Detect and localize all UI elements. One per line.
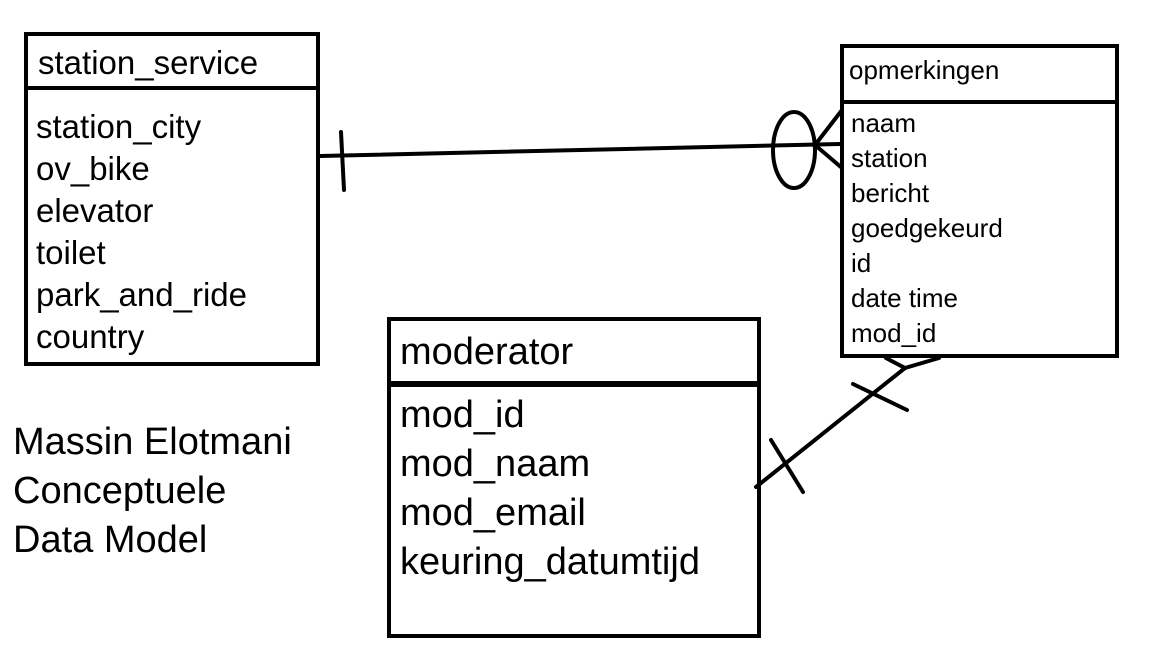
- crows-foot-prong: [813, 143, 844, 170]
- crows-foot-prong: [884, 356, 907, 370]
- attribute: naam: [851, 108, 917, 138]
- entity-title: station_service: [28, 36, 316, 90]
- relationship-station-opmerkingen: [318, 108, 844, 192]
- attribute: id: [851, 248, 872, 278]
- attribute: mod_naam: [400, 443, 591, 485]
- relationship-moderator-opmerkingen: [754, 356, 941, 494]
- attribute: country: [36, 318, 145, 355]
- caption-line: Data Model: [13, 519, 208, 561]
- attribute-list: mod_id mod_naam mod_email keuring_datumt…: [391, 391, 757, 587]
- cardinality-one-mark: [339, 130, 346, 192]
- entity-moderator: moderator mod_id mod_naam mod_email keur…: [387, 317, 761, 638]
- attribute-list: station_city ov_bike elevator toilet par…: [28, 106, 316, 358]
- caption-line: Conceptuele: [13, 470, 227, 512]
- attribute: station: [851, 143, 928, 173]
- cardinality-one-mark: [851, 382, 909, 412]
- attribute: keuring_datumtijd: [400, 541, 700, 583]
- attribute: date time: [851, 283, 958, 313]
- relationship-line: [318, 142, 842, 158]
- attribute: mod_id: [400, 394, 525, 436]
- cardinality-zero-mark: [771, 110, 817, 190]
- entity-title: moderator: [391, 321, 757, 387]
- attribute: mod_id: [851, 318, 937, 348]
- attribute: mod_email: [400, 492, 586, 534]
- author-name: Massin Elotmani: [13, 421, 292, 463]
- attribute: station_city: [36, 108, 202, 145]
- cardinality-one-mark: [769, 438, 805, 494]
- relationship-line: [754, 366, 907, 489]
- crows-foot-prong: [903, 356, 941, 370]
- attribute: ov_bike: [36, 150, 150, 187]
- attribute: bericht: [851, 178, 930, 208]
- crows-foot-prong: [813, 108, 844, 147]
- author-caption: Massin Elotmani Conceptuele Data Model: [13, 418, 292, 565]
- attribute: elevator: [36, 192, 154, 229]
- entity-station-service: station_service station_city ov_bike ele…: [24, 32, 320, 366]
- attribute: park_and_ride: [36, 276, 247, 313]
- entity-opmerkingen: opmerkingen naam station bericht goedgek…: [840, 44, 1119, 358]
- entity-title: opmerkingen: [844, 48, 1115, 104]
- attribute: goedgekeurd: [851, 213, 1003, 243]
- attribute-list: naam station bericht goedgekeurd id date…: [844, 106, 1115, 351]
- attribute: toilet: [36, 234, 106, 271]
